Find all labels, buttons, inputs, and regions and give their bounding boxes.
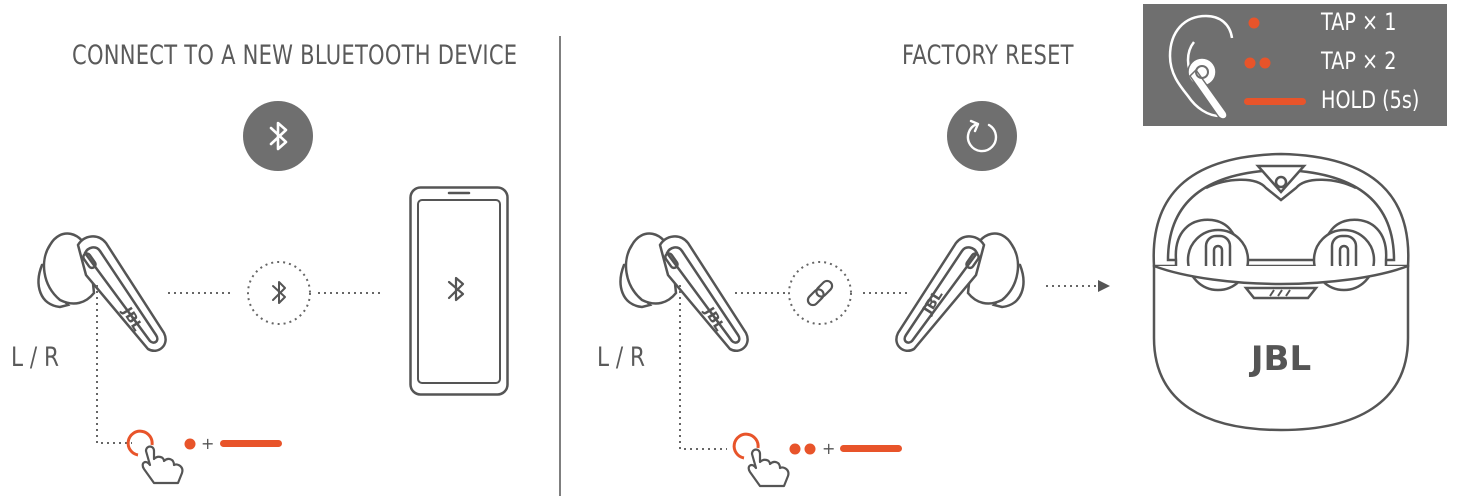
charging-case-icon: JBL <box>1152 152 1410 432</box>
gesture-path <box>679 285 727 450</box>
hold-bar <box>220 440 282 447</box>
earbud-side-label: L / R <box>597 342 646 373</box>
case-brand: JBL <box>1249 339 1311 379</box>
tap-gesture-icon <box>732 432 790 488</box>
hold-bar <box>840 445 902 452</box>
legend-label-tap-once: TAP × 1 <box>1321 8 1397 36</box>
gesture-path <box>96 285 132 444</box>
legend-hold-bar <box>1244 98 1306 105</box>
connection-line <box>168 292 382 294</box>
earbud-icon: JBL <box>37 232 167 352</box>
tap-gesture-icon <box>126 429 184 485</box>
link-icon <box>788 261 852 325</box>
earbud-icon-left: JBL <box>619 232 749 352</box>
single-tap-dot <box>184 438 196 450</box>
plus-sign: + <box>822 439 836 458</box>
bluetooth-pairing-icon <box>247 261 311 325</box>
phone-icon <box>409 186 509 396</box>
connect-title: CONNECT TO A NEW BLUETOOTH DEVICE <box>72 40 518 71</box>
legend-label-hold: HOLD (5s) <box>1321 86 1420 114</box>
double-tap-dots <box>789 443 816 455</box>
legend-single-dot <box>1248 17 1260 29</box>
connection-line <box>735 292 907 294</box>
reset-icon <box>947 101 1017 171</box>
earbud-icon-right: JBL <box>895 232 1025 352</box>
ear-earbud-icon <box>1168 14 1234 120</box>
legend-label-tap-twice: TAP × 2 <box>1321 47 1397 75</box>
legend-double-dot <box>1244 57 1271 69</box>
bluetooth-icon <box>243 101 313 171</box>
factory-reset-title: FACTORY RESET <box>902 40 1074 71</box>
earbud-side-label: L / R <box>11 342 60 373</box>
plus-sign: + <box>201 434 215 453</box>
panel-divider <box>559 36 561 496</box>
arrow-to-case <box>1046 280 1110 292</box>
